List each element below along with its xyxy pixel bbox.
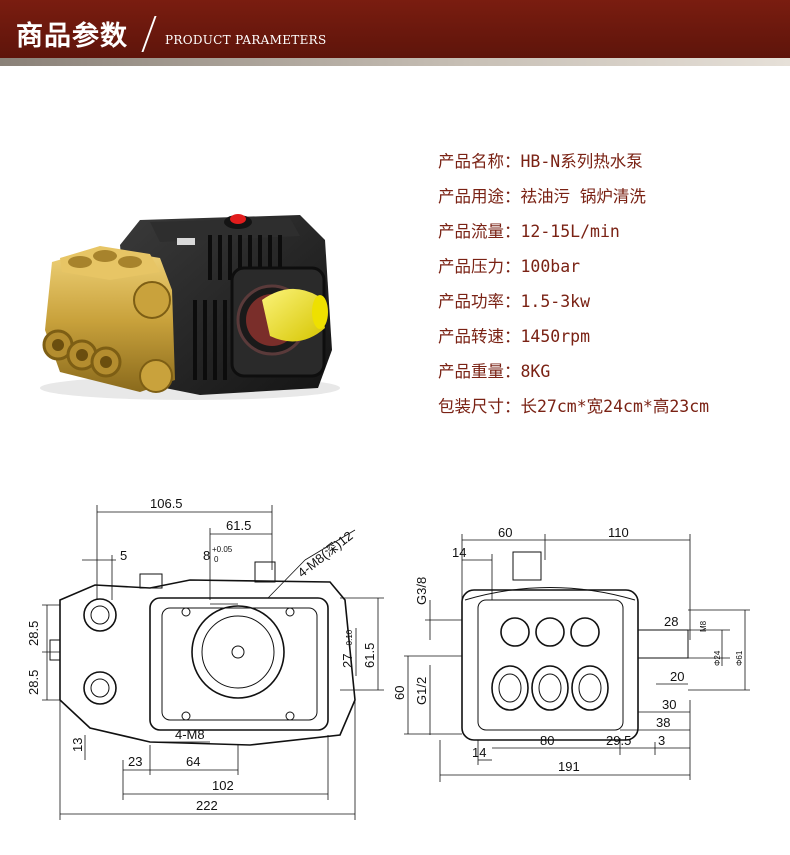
dim-g1-2: G1/2: [414, 677, 429, 705]
dim-222: 222: [196, 798, 218, 813]
spec-label: 产品重量: [438, 362, 504, 381]
spec-value: 长27cm*宽24cm*高23cm: [520, 397, 710, 416]
banner-title: 商品参数: [16, 21, 128, 52]
dim-28: 28: [664, 614, 678, 629]
spec-separator: ：: [504, 152, 521, 171]
spec-list: 产品名称：HB-N系列热水泵 产品用途：祛油污 锅炉清洗 产品流量：12-15L…: [438, 150, 709, 430]
spec-row-pressure: 产品压力：100bar: [438, 255, 709, 290]
dim-3: 3: [658, 733, 665, 748]
dim-61-5: 61.5: [226, 518, 251, 533]
banner-accent-strip: [0, 58, 790, 66]
spec-value: 1.5-3kw: [520, 292, 591, 311]
dim-80: 80: [540, 733, 554, 748]
spec-separator: ：: [504, 362, 521, 381]
dim-8-tol-upper: +0.05: [212, 545, 233, 554]
spec-value: HB-N系列热水泵: [520, 152, 643, 171]
spec-label: 包装尺寸: [438, 397, 504, 416]
spec-value: 12-15L/min: [520, 222, 620, 241]
spec-label: 产品压力: [438, 257, 504, 276]
dim-60: 60: [498, 525, 512, 540]
dim-m8: M8: [699, 620, 708, 632]
spec-value: 1450rpm: [520, 327, 591, 346]
dim-64: 64: [186, 754, 200, 769]
side-view-dimension-lines: [404, 534, 750, 782]
spec-separator: ：: [504, 187, 521, 206]
dim-27: 27: [340, 654, 355, 668]
dim-5: 5: [120, 548, 127, 563]
dim-20: 20: [670, 669, 684, 684]
dim-28-5-upper: 28.5: [26, 621, 41, 646]
dim-106-5: 106.5: [150, 496, 183, 511]
front-view-dimension-lines: [42, 505, 384, 820]
dim-8-tol-lower: 0: [214, 555, 219, 564]
side-view-dimensions: 60 110 14 G3/8 28 M8 Φ24 Φ61 60 G1/2 20 …: [392, 525, 744, 774]
spec-separator: ：: [504, 257, 521, 276]
spec-row-name: 产品名称：HB-N系列热水泵: [438, 150, 709, 185]
side-view-outline: [461, 551, 689, 741]
spec-label: 产品流量: [438, 222, 504, 241]
dim-g3-8: G3/8: [414, 577, 429, 605]
front-view-outline: [49, 561, 356, 746]
dim-13: 13: [70, 738, 85, 752]
dim-4-m8-deep12: 4-M8(深)12: [295, 528, 356, 580]
dim-38: 38: [656, 715, 670, 730]
spec-label: 产品名称: [438, 152, 504, 171]
dim-110: 110: [608, 525, 629, 540]
dim-phi24: Φ24: [713, 650, 722, 666]
spec-value: 8KG: [520, 362, 551, 381]
spec-separator: ：: [504, 397, 521, 416]
title-banner: 商品参数 PRODUCT PARAMETERS: [0, 0, 790, 66]
dim-29-5: 29.5: [606, 733, 631, 748]
spec-value: 100bar: [520, 257, 581, 276]
dim-27-tol: -0.10: [345, 629, 354, 648]
spec-row-usage: 产品用途：祛油污 锅炉清洗: [438, 185, 709, 220]
spec-row-weight: 产品重量：8KG: [438, 360, 709, 395]
spec-separator: ：: [504, 327, 521, 346]
banner-subtitle: PRODUCT PARAMETERS: [165, 33, 327, 47]
spec-value: 祛油污 锅炉清洗: [520, 187, 646, 206]
dim-60-vertical: 60: [392, 686, 407, 700]
dim-30: 30: [662, 697, 676, 712]
spec-separator: ：: [504, 292, 521, 311]
spec-label: 产品用途: [438, 187, 504, 206]
spec-separator: ：: [504, 222, 521, 241]
dim-102: 102: [212, 778, 234, 793]
spec-row-package: 包装尺寸：长27cm*宽24cm*高23cm: [438, 395, 709, 430]
dim-61-5-vertical: 61.5: [362, 643, 377, 668]
front-view-dimensions: 106.5 61.5 5 8 +0.05 0 4-M8(深)12 28.5 28…: [26, 496, 377, 813]
dim-14-bottom: 14: [472, 745, 486, 760]
dim-14-top: 14: [452, 545, 466, 560]
spec-row-flow: 产品流量：12-15L/min: [438, 220, 709, 255]
dim-4-m8: 4-M8: [175, 727, 205, 742]
spec-label: 产品功率: [438, 292, 504, 311]
dim-191: 191: [558, 759, 580, 774]
dim-28-5-lower: 28.5: [26, 670, 41, 695]
spec-row-power: 产品功率：1.5-3kw: [438, 290, 709, 325]
spec-label: 产品转速: [438, 327, 504, 346]
dim-phi61: Φ61: [735, 650, 744, 666]
spec-row-speed: 产品转速：1450rpm: [438, 325, 709, 360]
dim-8: 8: [203, 548, 210, 563]
dim-23: 23: [128, 754, 142, 769]
